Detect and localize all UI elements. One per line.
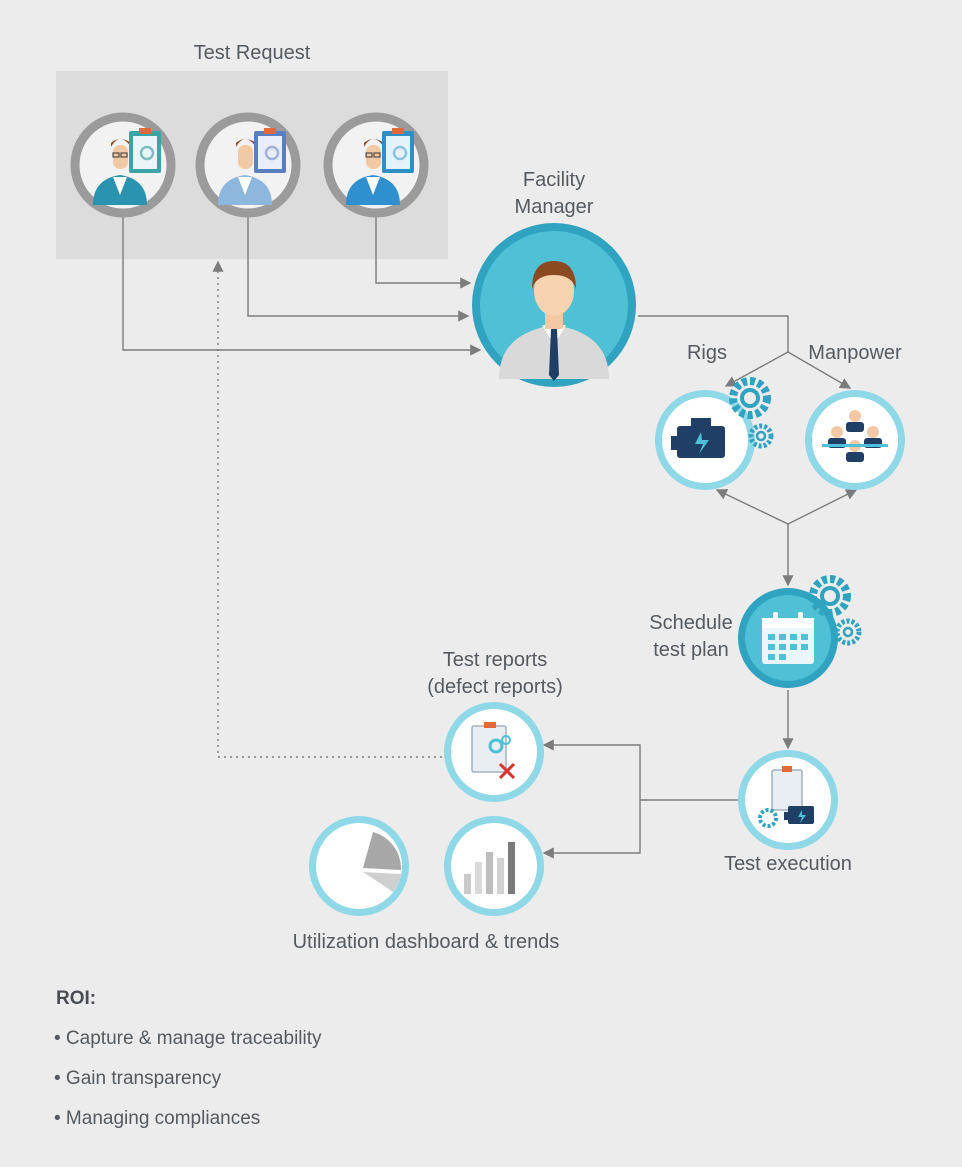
requester-2 <box>195 112 301 218</box>
requester-icon <box>218 139 272 205</box>
manpower-label: Manpower <box>808 342 902 364</box>
test-execution-label: Test execution <box>724 853 852 875</box>
test-request-label: Test Request <box>193 42 311 64</box>
rigs-label: Rigs <box>686 342 727 364</box>
manpower-node <box>805 390 905 490</box>
connector-to-rigs <box>724 351 789 387</box>
connector-manpower-join <box>787 489 858 525</box>
requester-icon <box>346 139 400 205</box>
clipboard-gear-icon <box>254 128 286 173</box>
feedback-dotted-line <box>212 260 442 758</box>
pie-chart-icon <box>359 828 402 892</box>
facility-manager-label: Facility Manager <box>514 169 594 218</box>
utilization-pie-node <box>309 816 409 916</box>
gear-icon <box>834 618 862 646</box>
gear-icon <box>758 808 778 828</box>
engine-icon <box>784 806 814 824</box>
utilization-bars-node <box>444 816 544 916</box>
gear-icon <box>748 423 774 449</box>
connector-manager-split <box>638 315 789 352</box>
test-reports-node <box>444 702 544 802</box>
requester-1 <box>70 112 176 218</box>
connector-rigs-join <box>715 489 789 525</box>
bar-chart-icon <box>464 842 515 894</box>
roi-item: • Managing compliances <box>54 1108 261 1129</box>
connector-to-dashboard <box>542 800 641 859</box>
gear-icon <box>809 575 851 617</box>
requester-3 <box>323 112 429 218</box>
requester-icon <box>93 139 147 205</box>
gear-icon <box>729 377 771 419</box>
utilization-label: Utilization dashboard & trends <box>292 931 560 953</box>
test-execution-node <box>738 750 838 850</box>
roi-title: ROI: <box>56 988 97 1009</box>
team-icon <box>822 410 888 462</box>
connector-to-reports <box>542 739 641 800</box>
engine-icon <box>671 418 725 458</box>
manager-icon <box>499 261 609 381</box>
facility-manager-node <box>472 223 636 387</box>
clipboard-icon <box>771 766 803 811</box>
rigs-node <box>655 377 774 490</box>
clipboard-gear-icon <box>382 128 414 173</box>
roi-item: • Capture & manage traceability <box>54 1028 322 1049</box>
connector-to-manpower <box>787 351 852 389</box>
schedule-label: Schedule test plan <box>649 612 733 661</box>
clipboard-gear-icon <box>129 128 161 173</box>
calendar-icon <box>762 612 814 664</box>
connector-requester-2 <box>247 215 470 322</box>
schedule-node <box>738 575 862 688</box>
connector-requester-3 <box>375 215 472 289</box>
report-defect-icon <box>471 722 516 780</box>
roi-item: • Gain transparency <box>54 1068 222 1089</box>
connector-requester-1 <box>122 215 482 356</box>
test-reports-label: Test reports (defect reports) <box>427 649 563 698</box>
